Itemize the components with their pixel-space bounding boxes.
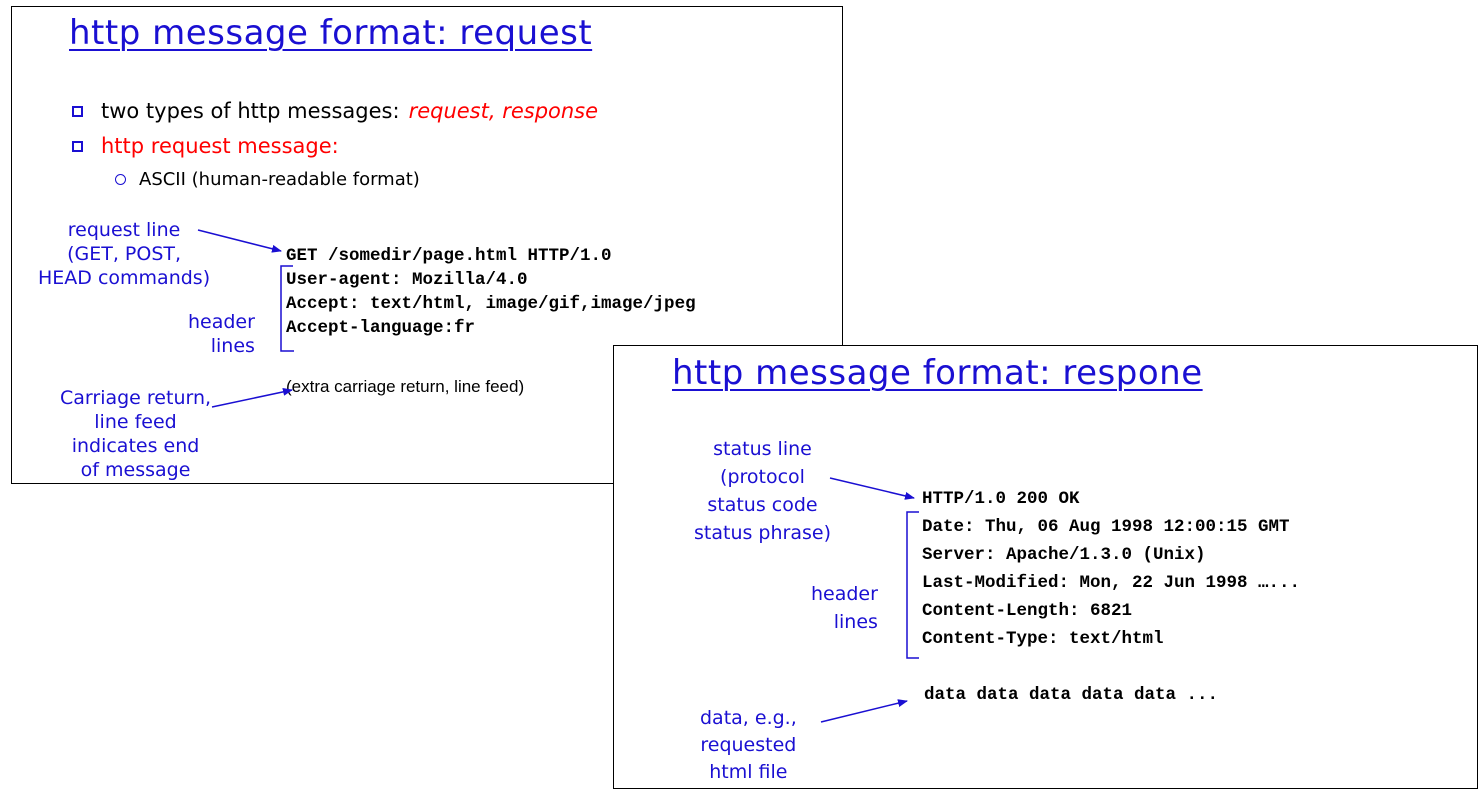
circle-bullet-icon: [115, 174, 126, 185]
request-slide-title: http message format: request: [69, 13, 593, 53]
label-carriage-return: Carriage return, line feed indicates end…: [60, 386, 211, 482]
label-line: status phrase): [694, 522, 831, 544]
label-line: data, e.g.,: [700, 707, 797, 729]
request-line-code: GET /somedir/page.html HTTP/1.0: [286, 246, 612, 266]
header-line-code: Accept-language:fr: [286, 318, 476, 338]
bullet-request-message: http request message:: [72, 134, 339, 158]
label-header-lines-request: header lines: [188, 310, 255, 358]
response-slide-title: http message format: respone: [672, 353, 1203, 393]
label-line: header: [188, 311, 255, 333]
bullet-request-message-text: http request message:: [101, 134, 339, 158]
label-line: Carriage return,: [60, 387, 212, 409]
label-line: indicates end: [71, 435, 200, 457]
header-line-code: Content-Length: 6821: [922, 601, 1133, 621]
label-line: lines: [210, 335, 255, 357]
status-line-code: HTTP/1.0 200 OK: [922, 489, 1080, 509]
label-data: data, e.g., requested html file: [700, 705, 797, 786]
data-line-code: data data data data data ...: [924, 685, 1219, 705]
label-line: request line: [67, 219, 181, 241]
label-status-line: status line (protocol status code status…: [694, 435, 831, 547]
label-line: HEAD commands): [38, 267, 211, 289]
square-bullet-icon: [72, 140, 83, 152]
sub-bullet-ascii-text: ASCII (human-readable format): [139, 169, 420, 190]
label-line: requested: [700, 734, 797, 756]
bullet-message-types-text: two types of http messages:: [101, 99, 400, 123]
sub-bullet-ascii: ASCII (human-readable format): [115, 169, 420, 190]
request-slide: http message format: request two types o…: [11, 6, 843, 484]
label-line: of message: [80, 459, 191, 481]
label-line: status line: [713, 438, 812, 460]
header-line-code: Accept: text/html, image/gif,image/jpeg: [286, 294, 696, 314]
square-bullet-icon: [72, 105, 83, 117]
header-line-code: Server: Apache/1.3.0 (Unix): [922, 545, 1206, 565]
label-header-lines-response: header lines: [811, 580, 878, 636]
header-line-code: User-agent: Mozilla/4.0: [286, 270, 528, 290]
label-line: (GET, POST,: [67, 243, 182, 265]
header-line-code: Date: Thu, 06 Aug 1998 12:00:15 GMT: [922, 517, 1290, 537]
label-line: lines: [833, 611, 878, 633]
extra-crlf-note: (extra carriage return, line feed): [286, 377, 525, 396]
label-line: header: [811, 583, 878, 605]
label-request-line: request line (GET, POST, HEAD commands): [38, 218, 210, 290]
label-line: status code: [707, 494, 818, 516]
label-line: html file: [709, 761, 788, 783]
header-line-code: Last-Modified: Mon, 22 Jun 1998 …...: [922, 573, 1301, 593]
response-slide: http message format: respone status line…: [613, 345, 1478, 789]
label-line: (protocol: [720, 466, 805, 488]
bullet-message-types: two types of http messages: request, res…: [72, 99, 598, 123]
label-line: line feed: [94, 411, 177, 433]
header-line-code: Content-Type: text/html: [922, 629, 1164, 649]
bullet-message-types-emphasis: request, response: [408, 99, 599, 123]
